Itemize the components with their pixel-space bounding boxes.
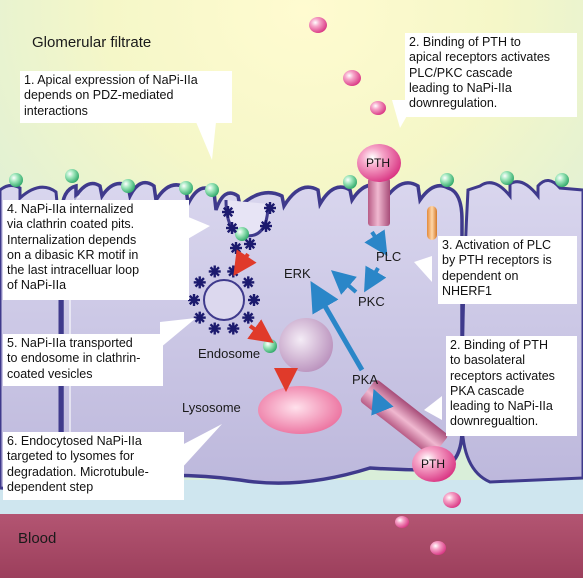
pth-molecule: [370, 101, 386, 115]
coated-vesicle: [203, 279, 245, 321]
pth-hormones: [309, 17, 461, 555]
endosome-label: Endosome: [198, 346, 261, 361]
napi-iia-transporter: [440, 173, 454, 187]
pkc-label: PKC: [358, 294, 385, 309]
callout-4-internalization: 4. NaPi-IIa internalized via clathrin co…: [3, 200, 189, 300]
apical-pth-label: PTH: [366, 156, 390, 170]
right-neighbor-cell: [460, 179, 583, 484]
clathrin-triskelion: [242, 276, 255, 289]
napi-iia-transporter: [205, 183, 219, 197]
pointer-c1: [196, 122, 216, 160]
clathrin-triskelion: [208, 265, 221, 278]
pth-molecule: [443, 492, 461, 508]
pka-label: PKA: [352, 372, 379, 387]
clathrin-triskelion: [193, 311, 206, 324]
pointer-c5: [160, 318, 196, 348]
clathrin-triskelion: [208, 322, 221, 335]
clathrin-triskelion: [227, 265, 240, 278]
glomerular-filtrate-label: Glomerular filtrate: [32, 34, 152, 51]
signaling-arrows: [310, 229, 394, 416]
pth-molecule: [395, 516, 409, 528]
pointer-c6: [180, 424, 222, 470]
callout-3-plc-nherf1: 3. Activation of PLC by PTH receptors is…: [438, 236, 577, 304]
napi-iia-transporter: [65, 169, 79, 183]
callout-5-endosome-transport: 5. NaPi-IIa transported to endosome in c…: [3, 334, 163, 386]
clathrin-triskelion: [193, 276, 206, 289]
basolateral-pth-label: PTH: [421, 457, 445, 471]
arrow-pit-to-vesicle: [233, 249, 257, 276]
apical-pth-receptor: [368, 178, 390, 226]
clathrin-triskelion: [242, 311, 255, 324]
napi-iia-transporter: [263, 339, 277, 353]
clathrin-triskelion: [244, 238, 256, 250]
clathrin-triskelion: [230, 242, 242, 254]
trafficking-arrows: [233, 249, 298, 392]
napi-iia-transporter: [500, 171, 514, 185]
plc-label: PLC: [376, 249, 402, 264]
clathrin-triskelion: [222, 206, 234, 218]
pth-molecule: [343, 70, 361, 86]
pth-molecule: [309, 17, 327, 33]
clathrin-triskelion: [227, 322, 240, 335]
arrow-plc-to-pkc: [364, 265, 387, 293]
napi-iia-transporter: [555, 173, 569, 187]
arrow-receptor-to-plc: [364, 229, 388, 257]
callout-1-apical-expression: 1. Apical expression of NaPi-IIa depends…: [20, 71, 232, 123]
blood-label: Blood: [18, 530, 57, 547]
pointer-c3: [414, 256, 432, 282]
clathrin-triskelion: [226, 222, 238, 234]
arrow-pkc-to-erk: [330, 270, 358, 295]
lysosome: [258, 386, 342, 434]
napi-iia-transporter: [9, 173, 23, 187]
lysosome-label: Lysosome: [182, 400, 241, 415]
napi-iia-transporter: [179, 181, 193, 195]
pth-molecule: [430, 541, 446, 555]
erk-label: ERK: [284, 266, 311, 281]
arrow-vesicle-to-endosome: [247, 319, 274, 343]
basolateral-pth: [412, 446, 456, 482]
callout-7-basolateral-pth: 2. Binding of PTH to basolateral recepto…: [446, 336, 577, 436]
pointer-c7: [424, 396, 442, 420]
blood-vessel: [0, 514, 583, 578]
nherf1-scaffold: [427, 206, 437, 240]
clathrin-triskelion: [248, 294, 260, 306]
napi-iia-transporter: [121, 179, 135, 193]
napi-iia-transporter: [235, 227, 249, 241]
clathrin-triskelion: [260, 220, 272, 232]
callout-2-apical-pth: 2. Binding of PTH to apical receptors ac…: [405, 33, 577, 117]
napi-iia-transporter: [343, 175, 357, 189]
apical-pth: [357, 144, 401, 182]
callout-6-lysosome-targeting: 6. Endocytosed NaPi-IIa targeted to lyso…: [3, 432, 184, 500]
pointer-c4: [186, 216, 210, 240]
callout-pointers: [160, 100, 442, 470]
clathrin-triskelion: [188, 294, 200, 306]
clathrin-triskelion: [264, 202, 276, 214]
arrow-pka-to-erk: [310, 281, 365, 372]
arrow-receptor-to-pka: [371, 388, 394, 416]
endosome: [279, 318, 333, 372]
